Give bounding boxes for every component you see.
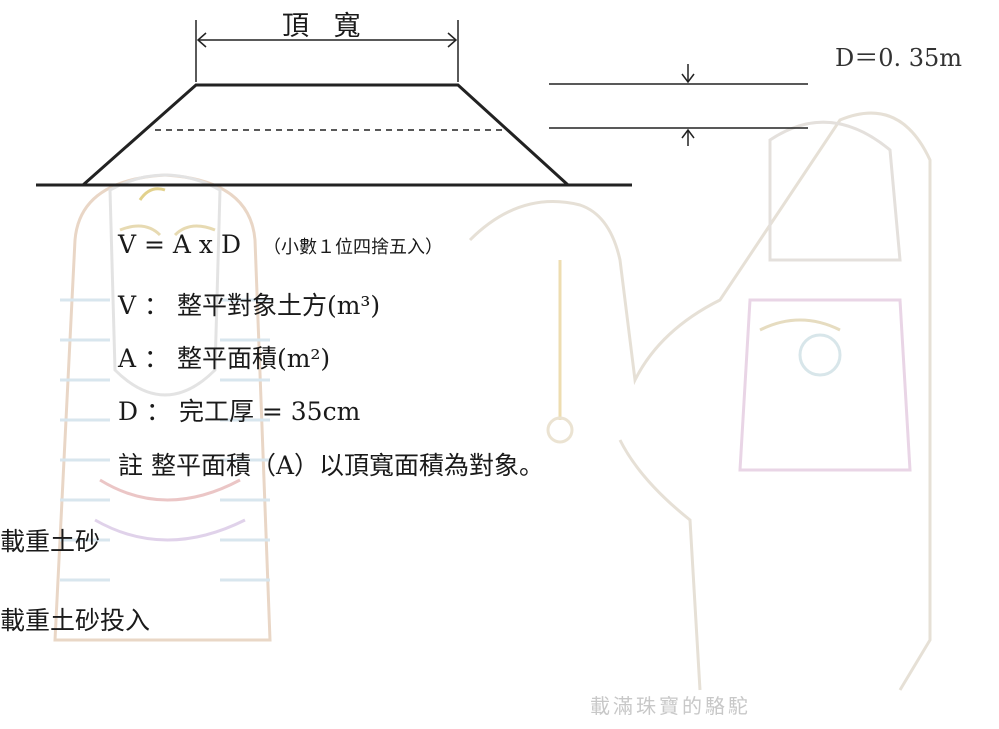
formula-main: V = A x D （小數１位四捨五入）: [118, 230, 443, 259]
dimension-arrow-left-icon: [196, 32, 207, 48]
definition-d: D ： 完工厚 = 35cm: [118, 397, 361, 426]
camel-watermark: [468, 111, 932, 691]
arrow-up-icon: [681, 128, 695, 139]
arrow-down-icon: [681, 73, 695, 84]
section-heading-load-soil: 載重土砂: [0, 527, 101, 556]
definition-v: V ： 整平對象土方(m³): [118, 291, 381, 320]
pharaoh-watermark: [53, 173, 272, 642]
top-width-label: 頂 寬: [282, 11, 363, 42]
rounding-note: （小數１位四捨五入）: [263, 237, 443, 258]
watermark-caption: 載滿珠寶的駱駝: [590, 694, 751, 718]
area-note: 註 整平面積（A）以頂寬面積為對象。: [118, 451, 545, 480]
embankment-outline: [82, 83, 570, 187]
dimension-arrow-right-icon: [447, 32, 458, 48]
definition-a: A ： 整平面積(m²): [118, 344, 331, 373]
formula-equation: V = A x D: [118, 230, 241, 259]
depth-label: D＝0. 35m: [835, 44, 963, 72]
section-heading-load-soil-input: 載重土砂投入: [0, 606, 151, 635]
